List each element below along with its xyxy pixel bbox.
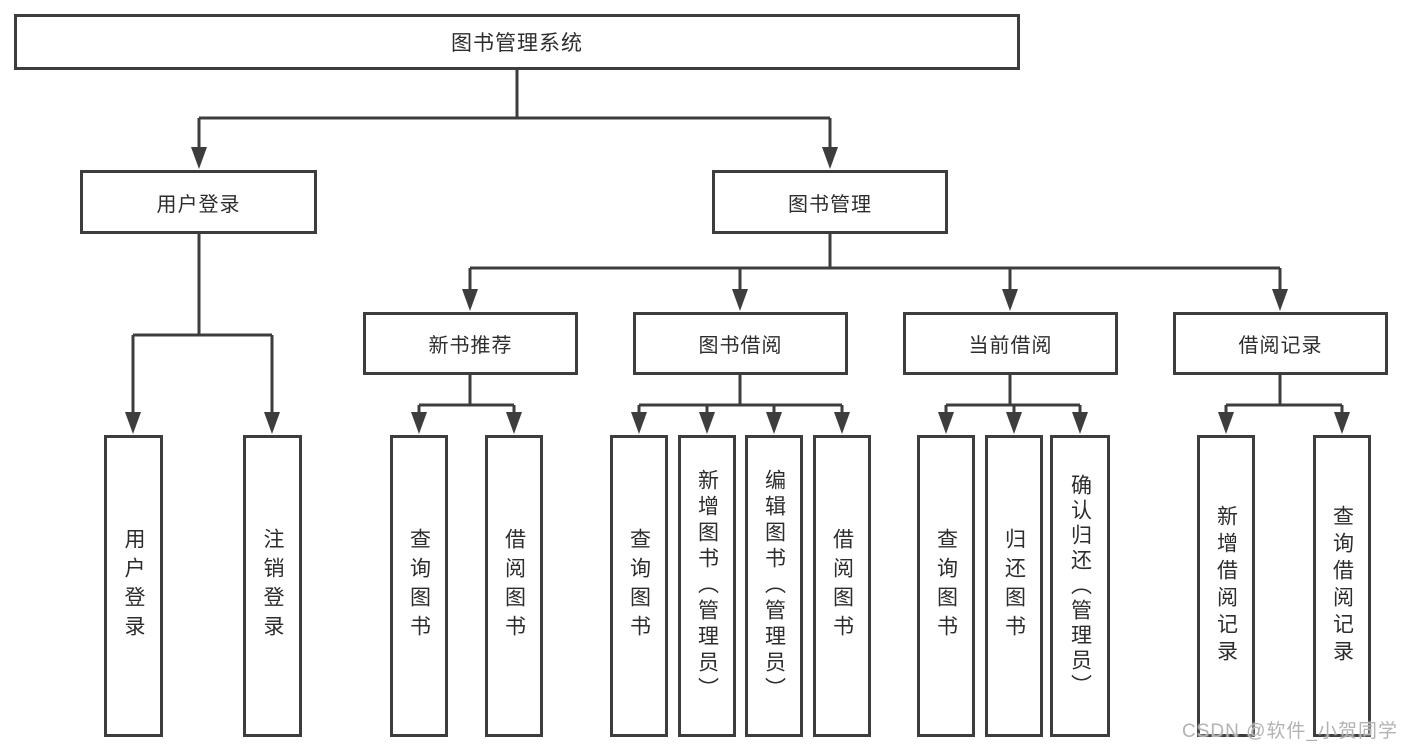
node-label: 新书推荐 <box>428 335 513 357</box>
node-book-borrow: 图书借阅 <box>633 312 848 375</box>
leaf-user-login: 用户登录 <box>104 435 163 737</box>
leaf-borrow-books-recommend: 借阅图书 <box>485 435 543 737</box>
arrowhead-icons <box>125 147 1350 434</box>
leaf-label: 借阅图书 <box>830 528 854 644</box>
leaf-logout: 注销登录 <box>243 435 302 737</box>
leaf-label: 编辑图书（管理员） <box>762 469 786 703</box>
leaf-label: 新增图书（管理员） <box>695 469 719 703</box>
node-current-borrow: 当前借阅 <box>903 312 1118 375</box>
leaf-add-borrow-record: 新增借阅记录 <box>1197 435 1255 737</box>
node-new-book-recommend: 新书推荐 <box>363 312 578 375</box>
node-user-login-branch: 用户登录 <box>80 170 317 234</box>
node-label: 借阅记录 <box>1238 335 1323 357</box>
leaf-label: 查询借阅记录 <box>1330 505 1354 667</box>
node-label: 用户登录 <box>156 193 241 216</box>
leaf-label: 新增借阅记录 <box>1214 505 1238 667</box>
leaf-query-books: 查询图书 <box>610 435 668 737</box>
leaf-label: 查询图书 <box>934 528 958 644</box>
leaf-label: 归还图书 <box>1002 528 1026 644</box>
leaf-label: 注销登录 <box>261 528 284 644</box>
node-root-label: 图书管理系统 <box>451 32 583 55</box>
leaf-label: 确认归还（管理员） <box>1068 473 1092 699</box>
node-borrow-records: 借阅记录 <box>1173 312 1388 375</box>
leaf-query-books-recommend: 查询图书 <box>390 435 448 737</box>
leaf-label: 用户登录 <box>122 528 145 644</box>
leaf-label: 查询图书 <box>407 528 431 644</box>
csdn-watermark: CSDN @软件_小贺同学 <box>1182 721 1398 742</box>
node-book-management-branch: 图书管理 <box>712 170 948 234</box>
node-root-system: 图书管理系统 <box>14 14 1020 70</box>
leaf-label: 借阅图书 <box>502 528 526 644</box>
leaf-return-books: 归还图书 <box>985 435 1043 737</box>
leaf-query-books-current: 查询图书 <box>917 435 975 737</box>
leaf-edit-books-admin: 编辑图书（管理员） <box>745 435 803 737</box>
leaf-confirm-return-admin: 确认归还（管理员） <box>1050 435 1110 737</box>
leaf-borrow-books: 借阅图书 <box>813 435 871 737</box>
leaf-add-books-admin: 新增图书（管理员） <box>678 435 736 737</box>
node-label: 图书管理 <box>788 193 872 216</box>
leaf-label: 查询图书 <box>627 528 651 644</box>
node-label: 图书借阅 <box>698 335 783 357</box>
leaf-query-borrow-record: 查询借阅记录 <box>1313 435 1371 737</box>
node-label: 当前借阅 <box>968 335 1053 357</box>
